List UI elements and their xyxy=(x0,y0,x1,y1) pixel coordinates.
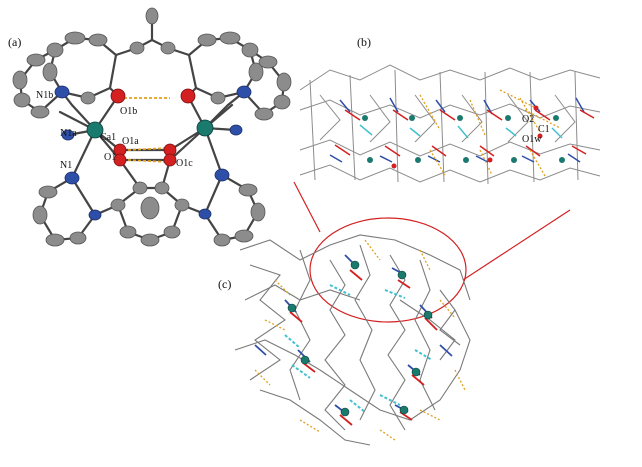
panel-c-assembly xyxy=(234,234,471,446)
atom-label-O1c: O1c xyxy=(176,158,193,169)
panel-c-label: (c) xyxy=(218,277,231,291)
panel-b-label: (b) xyxy=(357,35,371,49)
panel-a-molecule xyxy=(12,7,292,247)
callout-lines xyxy=(293,181,571,323)
panel-b-packing xyxy=(299,64,601,185)
atom-label-O1: O1 xyxy=(104,152,116,163)
atom-label-Ca1: Ca1 xyxy=(100,132,116,143)
atom-label-N1: N1 xyxy=(60,160,72,171)
panel-a-label: (a) xyxy=(8,35,21,49)
atom-label-O1b: O1b xyxy=(120,106,137,117)
atom-label-N1a: N1a xyxy=(60,128,77,139)
atom-label-O2: O2 xyxy=(522,114,534,125)
atom-label-O1a: O1a xyxy=(122,136,139,147)
atom-label-O1w: O1w xyxy=(522,134,542,145)
atom-label-C1: C1 xyxy=(538,124,550,135)
atom-label-N1b: N1b xyxy=(36,90,53,101)
